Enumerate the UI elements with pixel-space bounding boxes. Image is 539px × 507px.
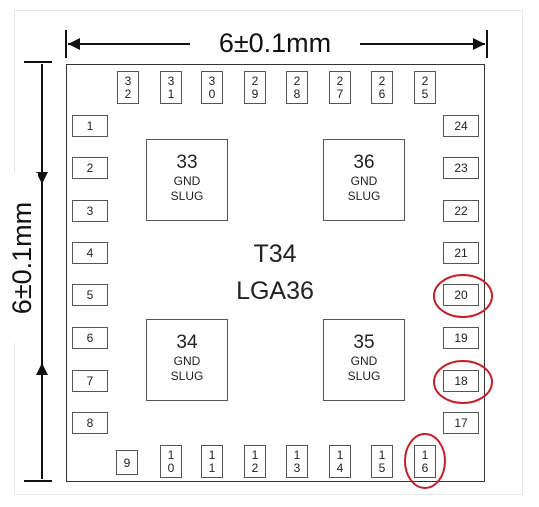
pin-19: 19 [443, 327, 479, 349]
pin-22: 22 [443, 200, 479, 222]
pin-4: 4 [72, 242, 108, 264]
package-name: T34 [253, 240, 297, 268]
pin-18: 18 [443, 370, 479, 392]
pin-7: 7 [72, 370, 108, 392]
slug-35: 35 GND SLUG [323, 319, 405, 401]
pin-24: 24 [443, 115, 479, 137]
pin-8: 8 [72, 412, 108, 434]
highlight-pin-20 [433, 274, 493, 318]
pin-3: 3 [72, 200, 108, 222]
pin-20: 20 [443, 284, 479, 306]
highlight-pin-18 [433, 360, 493, 404]
chip-body [66, 64, 485, 482]
pin-17: 17 [443, 412, 479, 434]
highlight-pin-16 [404, 433, 446, 489]
package-type: LGA36 [236, 277, 314, 305]
pin-2: 2 [72, 157, 108, 179]
slug-34: 34 GND SLUG [146, 319, 228, 401]
pin-1: 1 [72, 115, 108, 137]
pin-23: 23 [443, 157, 479, 179]
pin-9: 9 [116, 450, 138, 475]
slug-36: 36 GND SLUG [323, 139, 405, 221]
pin-21: 21 [443, 242, 479, 264]
pin-6: 6 [72, 327, 108, 349]
pin-5: 5 [72, 284, 108, 306]
slug-33: 33 GND SLUG [146, 139, 228, 221]
width-dimension-label: 6±0.1mm [190, 27, 360, 59]
